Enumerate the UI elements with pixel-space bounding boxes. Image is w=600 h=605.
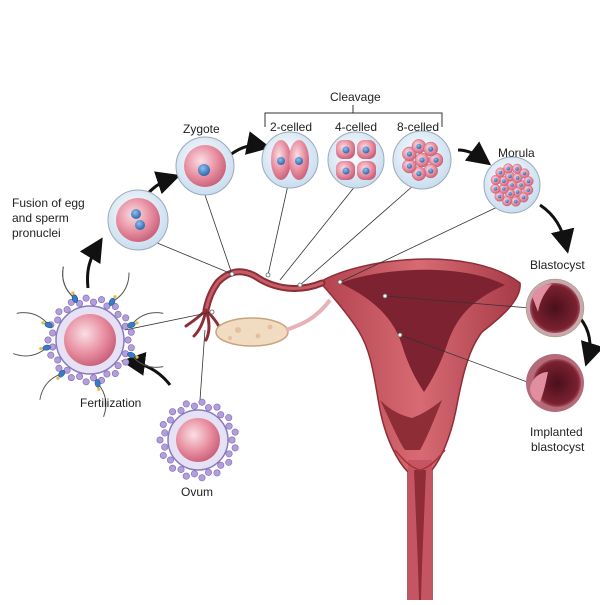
fallopian-tube — [184, 268, 326, 342]
fusion-label-line1: Fusion of egg — [12, 196, 85, 210]
four-celled-label: 4-celled — [335, 120, 378, 134]
zygote-label: Zygote — [183, 122, 220, 136]
ovary — [215, 298, 332, 347]
fertilization-egg — [13, 266, 164, 417]
connector-lines — [124, 184, 531, 401]
implanted-label-line1: Implanted — [530, 425, 583, 439]
eight-celled-label: 8-celled — [397, 120, 440, 134]
fertilization-label: Fertilization — [80, 396, 142, 410]
four-celled-embryo — [327, 131, 385, 189]
morula-label: Morula — [498, 146, 535, 160]
uterus — [318, 258, 521, 601]
implanted-blastocyst-cell — [526, 354, 584, 412]
blastocyst-label: Blastocyst — [530, 258, 585, 272]
connector-dots — [209, 271, 403, 338]
fusion-label-line2: and sperm — [12, 211, 69, 225]
fusion-cell — [107, 189, 169, 251]
ovum-label: Ovum — [181, 485, 214, 499]
ovum-cell — [156, 398, 239, 482]
cleavage-label: Cleavage — [330, 90, 381, 104]
zygote-cell — [175, 136, 235, 196]
morula-cell — [483, 156, 541, 214]
fusion-label-line3: pronuclei — [12, 226, 61, 240]
implanted-label-line2: blastocyst — [531, 440, 585, 454]
eight-celled-embryo — [392, 130, 452, 190]
two-celled-embryo — [261, 131, 319, 189]
two-celled-label: 2-celled — [270, 120, 313, 134]
blastocyst-cell — [525, 278, 585, 338]
